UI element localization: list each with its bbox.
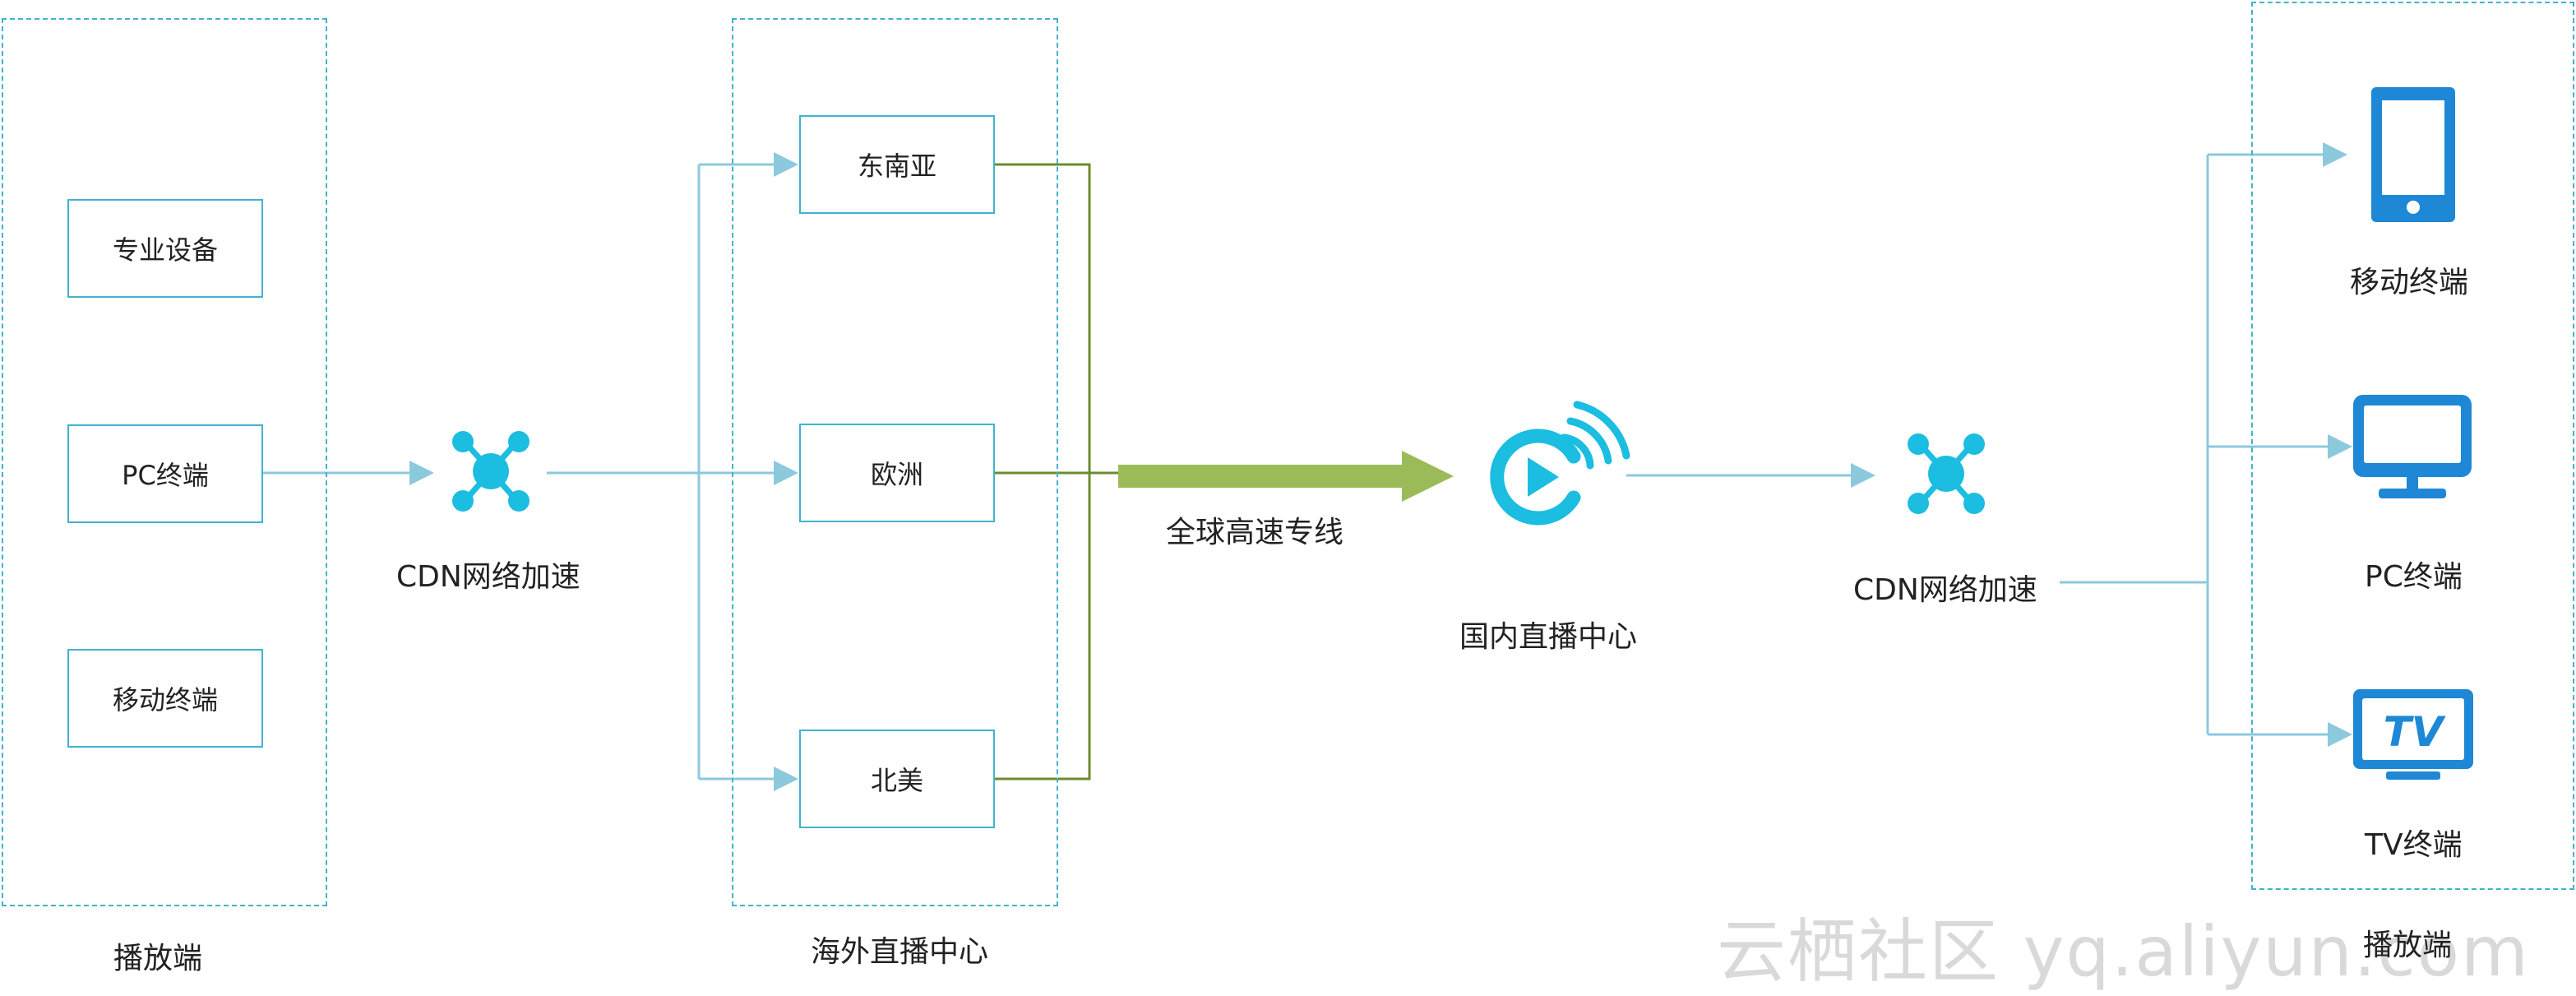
box-pc-terminal: PC终端 — [67, 424, 263, 523]
watermark: 云栖社区 yq.aliyun.com — [1717, 911, 2530, 992]
global-line-arrow — [1118, 451, 1454, 502]
player-group-right — [2251, 2, 2574, 890]
label-global-line: 全球高速专线 — [1166, 516, 1344, 549]
mobile-phone-icon — [2371, 87, 2455, 222]
live-broadcast-icon — [1490, 401, 1630, 526]
label-cdn-right: CDN网络加速 — [1853, 573, 2037, 607]
label-domestic-center: 国内直播中心 — [1459, 620, 1638, 654]
tv-icon-text: TV — [2384, 708, 2446, 756]
label-mobile-terminal: 移动终端 — [2350, 266, 2469, 299]
monitor-icon — [2353, 395, 2472, 498]
caption-overseas-center: 海外直播中心 — [811, 935, 989, 969]
caption-player-right: 播放端 — [2363, 929, 2453, 962]
network-node-icon — [1908, 433, 1985, 514]
box-europe: 欧洲 — [799, 424, 995, 522]
label-pc-terminal: PC终端 — [2365, 560, 2463, 594]
network-node-icon — [452, 431, 530, 512]
tv-icon — [2353, 689, 2473, 780]
box-mobile-terminal: 移动终端 — [67, 649, 263, 748]
overseas-center-group — [732, 18, 1058, 906]
box-pro-device: 专业设备 — [67, 199, 263, 298]
label-cdn-left: CDN网络加速 — [396, 560, 580, 594]
box-north-america: 北美 — [799, 730, 995, 828]
label-tv-terminal: TV终端 — [2365, 828, 2463, 862]
caption-player-left: 播放端 — [113, 942, 203, 975]
box-southeast-asia: 东南亚 — [799, 115, 995, 214]
player-group-left — [2, 18, 327, 906]
